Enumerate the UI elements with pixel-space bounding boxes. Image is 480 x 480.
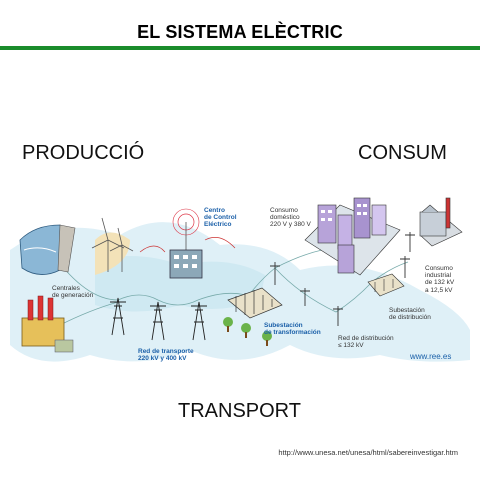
page-title: EL SISTEMA ELÈCTRIC (137, 22, 343, 42)
title-divider (0, 46, 480, 50)
label-domestic-consumption: Consumo doméstico 220 V y 380 V (270, 207, 311, 229)
power-plant-icon (21, 295, 74, 353)
transformation-substation-icon (227, 287, 283, 319)
section-transport: TRANSPORT (178, 400, 301, 422)
section-production: PRODUCCIÓ (22, 142, 145, 164)
label-generation-plants: Centrales de generación (52, 285, 94, 300)
distribution-substation-icon (367, 273, 405, 297)
transport-zone (95, 256, 265, 312)
label-industrial-consumption: Consumo industrial de 132 kV a 12,5 kV (425, 265, 455, 294)
label-transport-network: Red de transporte 220 kV y 400 kV (138, 348, 194, 363)
section-consumption: CONSUM (358, 142, 447, 164)
source-url-link[interactable]: http://www.unesa.net/unesa/html/saberein… (278, 448, 458, 457)
control-center-icon (139, 208, 236, 279)
label-distribution-substation: Subestación de distribución (389, 307, 431, 322)
transmission-tower-icon (110, 297, 207, 341)
city-buildings-icon (304, 197, 401, 276)
ree-brand-link[interactable]: www.ree.es (410, 352, 452, 361)
wind-turbine-icon (91, 217, 134, 275)
label-control-center: Centro de Control Eléctrico (204, 207, 237, 229)
industrial-plant-icon (419, 197, 463, 247)
label-transformation-substation: Subestación de transformación (264, 322, 321, 337)
hydro-dam-icon (19, 224, 76, 275)
tree-icon (223, 317, 272, 346)
label-distribution-network: Red de distribución ≤ 132 kV (338, 335, 394, 350)
distribution-pole-icon (270, 232, 415, 326)
